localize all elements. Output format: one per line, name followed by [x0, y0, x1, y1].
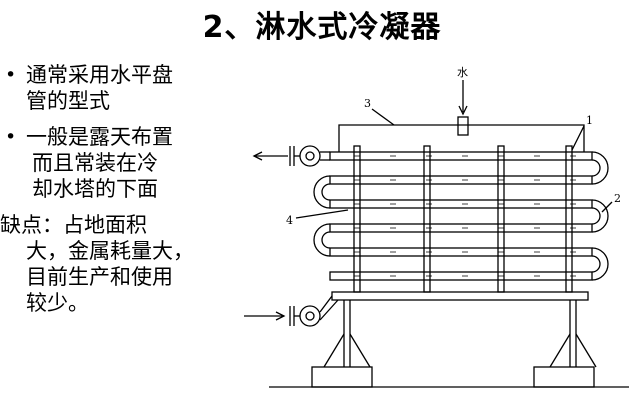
bullet-dot-icon: • — [5, 126, 17, 148]
label-part2: 2 — [614, 192, 621, 205]
label-part4: 4 — [286, 214, 293, 227]
bullet-line: 一般是露天布置 — [26, 125, 173, 149]
inlet-valve — [244, 295, 339, 327]
slide-title: 2、淋水式冷凝器 — [202, 10, 442, 45]
bullet-item: • 一般是露天布置 而且常装在冷 却水塔的下面 — [0, 124, 230, 202]
cons-line: 缺点：占地面积 — [0, 213, 147, 237]
cons-line: 大，金属耗量大， — [26, 239, 194, 263]
bullet-dot-icon: • — [5, 64, 17, 86]
bullet-line: 而且常装在冷 — [32, 151, 158, 175]
text-column: • 通常采用水平盘 管的型式 • 一般是露天布置 而且常装在冷 却水塔的下面 缺… — [0, 62, 230, 316]
water-inlet-pipe — [457, 116, 469, 136]
cons-line: 较少。 — [26, 291, 89, 315]
support-frame — [331, 291, 589, 301]
base-block-right — [533, 366, 595, 388]
bullet-line: 管的型式 — [26, 89, 110, 113]
label-water: 水 — [457, 66, 468, 79]
cons-line: 目前生产和使用 — [26, 265, 173, 289]
cons-paragraph: 缺点：占地面积 大，金属耗量大， 目前生产和使用 较少。 — [0, 212, 230, 316]
vertical-supports — [353, 145, 573, 293]
bullet-line: 通常采用水平盘 — [26, 63, 173, 87]
water-header — [338, 124, 585, 152]
return-bends-right — [591, 151, 609, 281]
base-block-left — [311, 366, 373, 388]
label-part1: 1 — [586, 114, 593, 127]
bullet-line: 却水塔的下面 — [32, 177, 158, 201]
return-bends-left — [313, 175, 331, 257]
condenser-diagram: 水 3 1 2 4 — [244, 66, 629, 388]
bullet-item: • 通常采用水平盘 管的型式 — [0, 62, 230, 114]
label-part3: 3 — [364, 97, 371, 110]
coil-pipes — [329, 151, 593, 281]
outlet-valve — [252, 145, 330, 167]
